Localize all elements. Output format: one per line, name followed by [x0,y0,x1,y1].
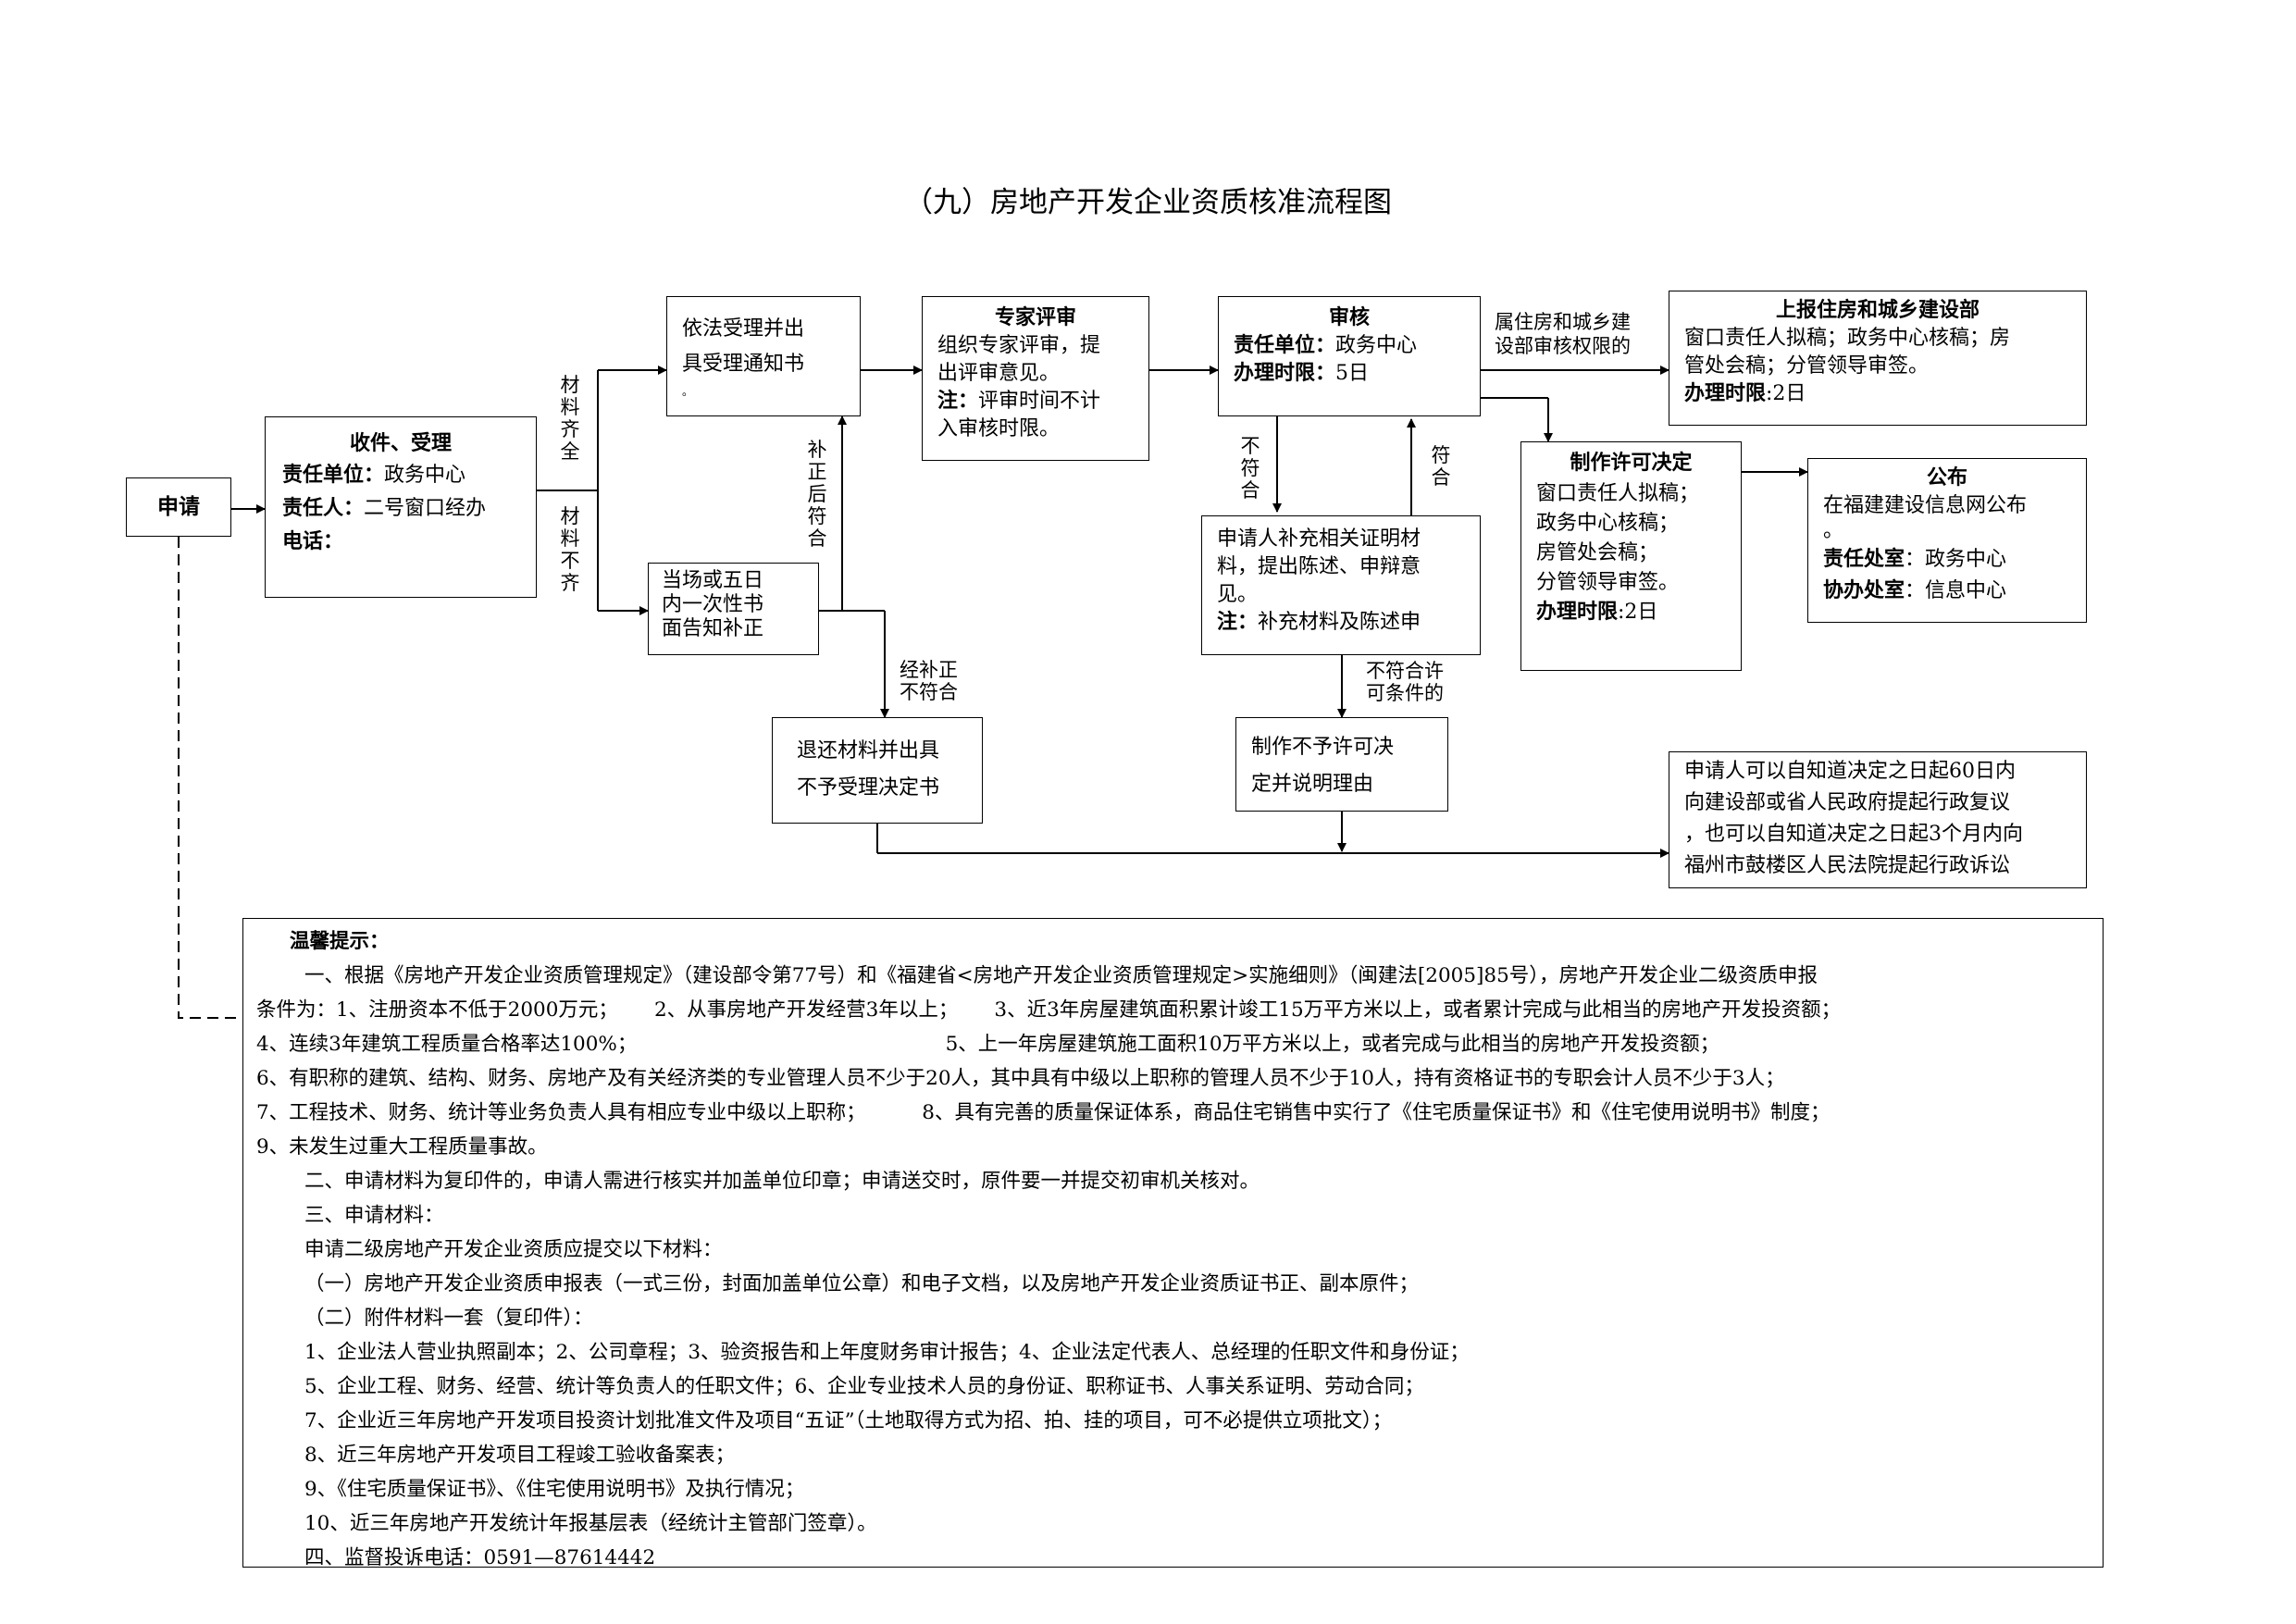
tips-line: 条件为：1、注册资本不低于2000万元； 2、从事房地产开发经营3年以上； 3、… [256,998,1842,1022]
expert-line1: 组织专家评审，提 [937,334,1101,357]
appeal-box: 申请人可以自知道决定之日起60日内 向建设部或省人民政府提起行政复议 ，也可以自… [1669,751,2087,888]
apply-label: 申请 [157,495,200,519]
label-ministry-cond-2: 设部审核权限的 [1495,335,1631,357]
supplement-line1: 当场或五日 [662,569,764,592]
receive-title: 收件、受理 [349,432,452,455]
deny-line2: 定并说明理由 [1251,773,1374,796]
tips-line: 1、企业法人营业执照副本；2、公司章程；3、验资报告和上年度财务审计报告；4、企… [304,1341,1470,1364]
tips-line: 5、企业工程、财务、经营、统计等负责人的任职文件；6、企业专业技术人员的身份证、… [304,1375,1424,1398]
reject-line1: 退还材料并出具 [797,739,940,762]
tips-line: （一）房地产开发企业资质申报表（一式三份，封面加盖单位公章）和电子文档，以及房地… [304,1272,1420,1295]
accept-line3: 。 [682,385,694,398]
tips-line: 申请二级房地产开发企业资质应提交以下材料： [304,1238,723,1261]
receive-person-row: 责任人：二号窗口经办 [282,497,487,520]
tips-line: 9、《住宅质量保证书》、《住宅使用说明书》及执行情况； [304,1478,805,1501]
receive-box: 收件、受理 责任单位：政务中心 责任人：二号窗口经办 电话： [265,416,537,598]
apply-box: 申请 [126,477,231,537]
applicant-supp-line2: 料，提出陈述、申辩意 [1217,555,1421,578]
publish-box: 公布 在福建建设信息网公布 。 责任处室：政务中心 协办处室：信息中心 [1807,458,2087,623]
permit-time-row: 办理时限:2日 [1536,601,1658,624]
label-ministry-cond-1: 属住房和城乡建 [1495,311,1631,333]
publish-title: 公布 [1926,466,1967,490]
publish-cut-row: 协办处室：信息中心 [1823,579,2007,602]
tips-line: 8、近三年房地产开发项目工程竣工验收备案表； [304,1444,736,1467]
permit-line1: 窗口责任人拟稿； [1536,482,1700,505]
tips-title: 温馨提示： [290,930,390,953]
label-not-permit-2: 可条件的 [1366,682,1444,704]
review-title: 审核 [1328,306,1370,329]
appeal-line4: 福州市鼓楼区人民法院提起行政诉讼 [1684,854,2011,877]
applicant-supp-line3: 见。 [1217,583,1259,606]
publish-office-row: 责任处室：政务中心 [1823,548,2007,571]
tips-line: 4、连续3年建筑工程质量合格率达100%； 5、上一年房屋建筑施工面积10万平方… [256,1033,1720,1056]
review-unit-row: 责任单位：政务中心 [1234,334,1418,357]
deny-box: 制作不予许可决 定并说明理由 [1235,717,1448,812]
publish-line2: 。 [1823,519,1844,542]
accept-box: 依法受理并出 具受理通知书 。 [666,296,861,416]
tips-line: 四、监督投诉电话：0591—87614442 [304,1546,656,1568]
review-time-row: 办理时限：5日 [1234,362,1370,385]
tips-line: 7、工程技术、财务、统计等业务负责人具有相应专业中级以上职称； 8、具有完善的质… [256,1101,1831,1124]
expert-title: 专家评审 [994,306,1076,329]
permit-box: 制作许可决定 窗口责任人拟稿； 政务中心核稿； 房管处会稿； 分管领导审签。 办… [1520,441,1742,671]
permit-line2: 政务中心核稿； [1536,512,1680,535]
tips-line: 6、有职称的建筑、结构、财务、房地产及有关经济类的专业管理人员不少于20人，其中… [256,1067,1785,1090]
label-after-fix-fail-2: 不符合 [900,681,958,703]
ministry-title: 上报住房和城乡建设部 [1775,299,1980,322]
tips-line: 9、未发生过重大工程质量事故。 [256,1135,548,1159]
accept-line1: 依法受理并出 [682,317,805,341]
appeal-line1: 申请人可以自知道决定之日起60日内 [1684,760,2016,783]
appeal-line3: ，也可以自知道决定之日起3个月内向 [1684,823,2023,846]
label-complete: 材料齐全 [560,374,580,463]
permit-line3: 房管处会稿； [1536,541,1659,564]
expert-note2: 入审核时限。 [937,417,1061,440]
page-title: （九）房地产开发企业资质核准流程图 [904,186,1392,219]
applicant-supp-line1: 申请人补充相关证明材 [1217,527,1421,551]
label-after-fix-ok: 补正后符合 [807,439,827,550]
label-not-ok: 不符合 [1240,435,1260,502]
receive-unit-row: 责任单位：政务中心 [282,464,466,487]
label-not-permit-1: 不符合许 [1366,660,1444,682]
ministry-box: 上报住房和城乡建设部 窗口责任人拟稿；政务中心核稿；房 管处会稿；分管领导审签。… [1669,291,2087,426]
expert-line2: 出评审意见。 [937,362,1061,385]
review-box: 审核 责任单位：政务中心 办理时限：5日 [1218,296,1481,416]
label-ok: 符合 [1431,444,1451,489]
appeal-line2: 向建设部或省人民政府提起行政复议 [1684,791,2011,814]
supplement-line2: 内一次性书 [662,593,764,616]
publish-line1: 在福建建设信息网公布 [1823,494,2028,517]
applicant-supp-note: 注：补充材料及陈述申 [1217,611,1421,634]
supplement-box: 当场或五日 内一次性书 面告知补正 [648,563,819,655]
dashed-link-apply-tips [178,537,242,1019]
deny-line1: 制作不予许可决 [1251,736,1395,759]
permit-title: 制作许可决定 [1570,452,1693,475]
expert-note1: 注：评审时间不计 [937,390,1101,413]
receive-phone-row: 电话： [282,530,344,553]
expert-box: 专家评审 组织专家评审，提 出评审意见。 注：评审时间不计 入审核时限。 [922,296,1149,461]
tips-line: 二、申请材料为复印件的，申请人需进行核实并加盖单位印章；申请送交时，原件要一并提… [304,1170,1260,1193]
ministry-line2: 管处会稿；分管领导审签。 [1684,354,1930,378]
tips-line: 三、申请材料： [304,1204,444,1227]
reject-accept-box: 退还材料并出具 不予受理决定书 [772,717,983,824]
reject-line2: 不予受理决定书 [797,776,940,800]
label-after-fix-fail-1: 经补正 [900,659,958,681]
tips-line: 一、根据《房地产开发企业资质管理规定》（建设部令第77号）和《福建省<房地产开发… [304,964,1818,987]
label-incomplete: 材料不齐 [560,505,580,594]
tips-panel: 温馨提示： 一、根据《房地产开发企业资质管理规定》（建设部令第77号）和《福建省… [242,918,2104,1568]
ministry-line1: 窗口责任人拟稿；政务中心核稿；房 [1684,327,2011,350]
accept-line2: 具受理通知书 [682,353,805,376]
permit-line4: 分管领导审签。 [1536,571,1680,594]
tips-line: 10、近三年房地产开发统计年报基层表（经统计主管部门签章）。 [304,1512,877,1535]
tips-line: （二）附件材料一套（复印件）： [304,1307,593,1330]
ministry-time-row: 办理时限:2日 [1684,382,1806,405]
supplement-line3: 面告知补正 [662,617,764,640]
tips-line: 7、企业近三年房地产开发项目投资计划批准文件及项目“五证”（土地取得方式为招、拍… [304,1409,1393,1432]
applicant-supp-box: 申请人补充相关证明材 料，提出陈述、申辩意 见。 注：补充材料及陈述申 [1201,515,1481,655]
